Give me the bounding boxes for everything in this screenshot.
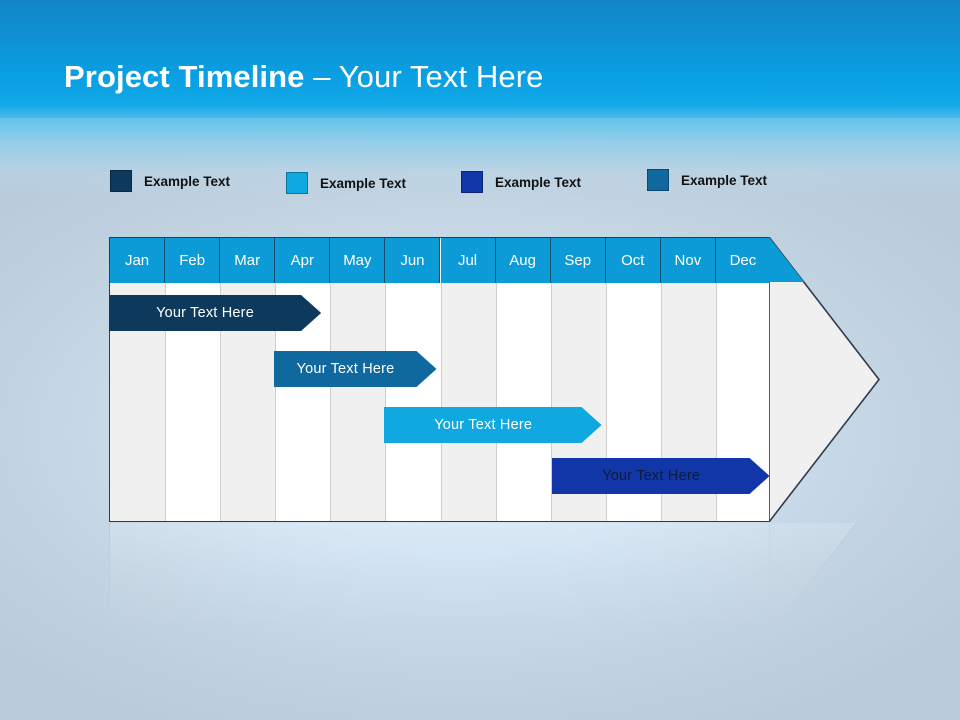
timeline-reflection-body xyxy=(109,523,770,635)
page-title: Project Timeline – Your Text Here xyxy=(64,59,543,95)
legend-label-1: Example Text xyxy=(144,173,231,189)
legend-item-3[interactable]: Example Text xyxy=(461,171,581,193)
timeline-column-feb: Feb xyxy=(165,238,221,521)
timeline-column-jul: Jul xyxy=(440,238,496,521)
month-header-aug[interactable]: Aug xyxy=(495,238,551,283)
legend-label-4: Example Text xyxy=(681,172,768,188)
legend-swatch-icon-4 xyxy=(647,169,669,191)
page-title-separator: – xyxy=(304,59,339,94)
timeline-bar-label-4: Your Text Here xyxy=(602,468,701,484)
column-divider xyxy=(605,238,607,521)
column-divider xyxy=(495,238,497,521)
month-header-jul[interactable]: Jul xyxy=(440,238,496,283)
month-header-apr[interactable]: Apr xyxy=(275,238,331,283)
month-header-dec[interactable]: Dec xyxy=(715,238,771,283)
timeline-bar-arrow-shape xyxy=(274,351,437,387)
timeline-reflection xyxy=(109,520,881,635)
month-header-jan[interactable]: Jan xyxy=(110,238,166,283)
page-title-light: Your Text Here xyxy=(338,59,544,94)
month-header-nov[interactable]: Nov xyxy=(660,238,716,283)
timeline-bar-label-1: Your Text Here xyxy=(156,305,254,321)
timeline-bar-1[interactable]: Your Text Here xyxy=(109,295,322,331)
column-divider xyxy=(165,238,167,521)
month-header-sep[interactable]: Sep xyxy=(550,238,606,283)
month-header-jun[interactable]: Jun xyxy=(385,238,441,283)
legend-swatch-icon-2 xyxy=(286,172,308,194)
month-header-feb[interactable]: Feb xyxy=(165,238,221,283)
header-banner xyxy=(0,0,960,128)
timeline-bar-label-3: Your Text Here xyxy=(434,417,533,433)
legend-label-2: Example Text xyxy=(320,175,407,191)
column-divider xyxy=(550,238,552,521)
timeline-bar-4[interactable]: Your Text Here xyxy=(552,458,770,494)
legend-label-3: Example Text xyxy=(495,174,582,190)
timeline-bar-label-2: Your Text Here xyxy=(296,361,395,377)
timeline-reflection-arrow-tip xyxy=(769,523,858,635)
timeline-bar-2[interactable]: Your Text Here xyxy=(274,351,437,387)
legend-swatch-icon-3 xyxy=(461,171,483,193)
timeline-bar-3[interactable]: Your Text Here xyxy=(384,407,602,443)
timeline-column-aug: Aug xyxy=(495,238,551,521)
column-divider xyxy=(440,238,442,521)
timeline-column-jan: Jan xyxy=(110,238,166,521)
column-divider xyxy=(715,238,717,521)
column-divider xyxy=(220,238,222,521)
timeline-column-jun: Jun xyxy=(385,238,441,521)
column-divider xyxy=(660,238,662,521)
legend-item-4[interactable]: Example Text xyxy=(647,169,767,191)
timeline-bar-arrow-shape xyxy=(384,407,602,443)
timeline-arrow-tip xyxy=(769,237,881,522)
legend-swatch-icon-1 xyxy=(110,170,132,192)
timeline-bar-arrow-shape xyxy=(552,458,770,494)
timeline-column-oct: Oct xyxy=(605,238,661,521)
month-header-may[interactable]: May xyxy=(330,238,386,283)
timeline-column-mar: Mar xyxy=(220,238,276,521)
page-title-strong: Project Timeline xyxy=(64,59,305,94)
legend-item-1[interactable]: Example Text xyxy=(110,170,230,192)
month-header-mar[interactable]: Mar xyxy=(220,238,276,283)
legend-item-2[interactable]: Example Text xyxy=(286,172,406,194)
timeline-bar-arrow-shape xyxy=(109,295,322,331)
month-header-oct[interactable]: Oct xyxy=(605,238,661,283)
